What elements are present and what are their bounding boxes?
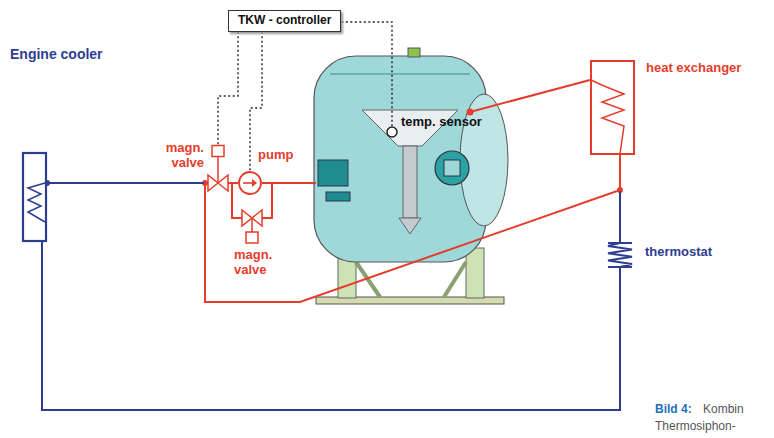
valve-actuator xyxy=(246,232,258,243)
part-label: heat exchanger xyxy=(646,61,741,76)
engine-leg xyxy=(466,248,484,298)
engine-rim xyxy=(330,73,470,75)
caption-text: Kombin xyxy=(703,402,744,416)
caption-text: Thermosiphon- xyxy=(655,419,736,433)
temp-sensor: temp. sensor xyxy=(386,126,398,138)
controller-box: TKW - controller xyxy=(228,10,341,32)
part-label: magn. valve xyxy=(156,141,204,171)
exchanger-outline xyxy=(591,61,634,154)
control-signal-line xyxy=(341,22,392,126)
exchanger-coil xyxy=(591,80,624,154)
thermostat-plate xyxy=(608,243,632,267)
part-label: magn. valve xyxy=(234,248,280,278)
magnetic-valve-drawing xyxy=(242,210,262,244)
cooler-coil xyxy=(28,183,45,222)
heat-exchanger-drawing xyxy=(590,60,635,155)
pump-symbol: pump xyxy=(238,171,262,195)
valve-body xyxy=(208,175,228,191)
temp-sensor-drawing xyxy=(386,126,398,138)
sensor-head xyxy=(387,127,397,137)
magnetic-valve-drawing xyxy=(208,145,228,191)
valve-stem xyxy=(217,157,219,183)
pump-arrow-head xyxy=(252,179,257,187)
controller-label: TKW - controller xyxy=(238,14,331,28)
magnetic-valve: magn. valve xyxy=(242,210,262,244)
thermostat-spring xyxy=(608,238,632,272)
leg-brace xyxy=(356,262,466,297)
part-label: pump xyxy=(258,148,293,163)
coolant-pipe xyxy=(42,242,620,410)
part-label: thermostat xyxy=(645,245,712,260)
part-label: Engine cooler xyxy=(10,46,103,62)
figure-number: Bild 4: xyxy=(655,402,692,416)
engine-tube-tip xyxy=(399,218,421,234)
engine-panel xyxy=(326,192,350,201)
thermostat-symbol: thermostat xyxy=(605,238,635,272)
coolant-pipe xyxy=(205,155,620,302)
engine-body xyxy=(314,56,486,262)
engine-flywheel-hub xyxy=(444,160,460,176)
heat-exchanger: heat exchanger xyxy=(590,60,635,155)
valve-actuator xyxy=(212,146,224,157)
coolant-pipe xyxy=(262,183,272,218)
coolant-pipe xyxy=(47,182,208,184)
pump-symbol-drawing xyxy=(238,171,262,195)
engine-flywheel xyxy=(435,151,469,185)
engine-panel xyxy=(318,160,348,186)
pump-circle xyxy=(239,172,261,194)
thermostat-symbol-drawing xyxy=(605,238,635,272)
engine-cooler: Engine cooler xyxy=(22,152,47,242)
engine-cooler-drawing xyxy=(22,152,47,242)
valve-body xyxy=(242,210,262,226)
engine-tube xyxy=(403,146,417,218)
valve-stem xyxy=(251,218,253,232)
control-signal-line xyxy=(218,32,238,145)
part-label: temp. sensor xyxy=(401,115,482,130)
magnetic-valve: magn. valve xyxy=(208,145,228,191)
pipe-to-engine xyxy=(272,182,316,184)
engine-top-part xyxy=(408,48,420,57)
cooler-outline xyxy=(23,153,46,241)
pipe-to-heat-exchanger xyxy=(470,80,590,112)
